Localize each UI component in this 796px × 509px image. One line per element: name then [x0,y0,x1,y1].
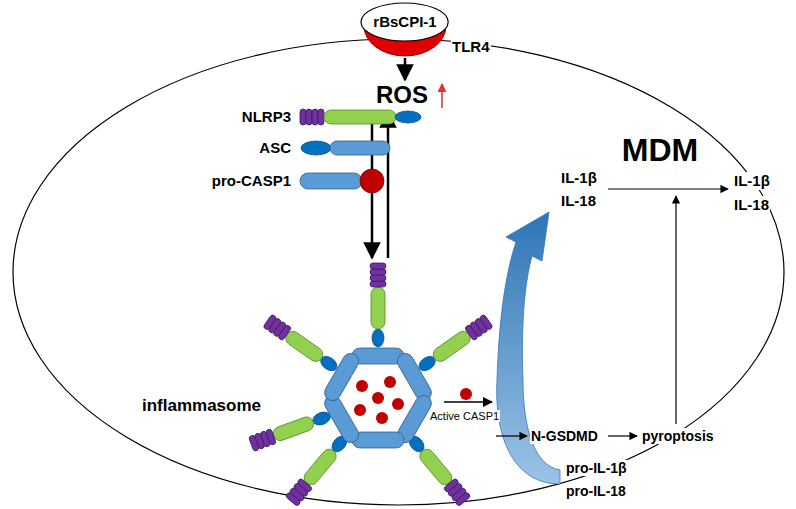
molecule-label: ROS [375,81,429,109]
inflammasome-complex [248,263,493,507]
pro-casp1-icon [300,169,384,193]
precursor-label: pro-IL-18 [565,483,627,499]
active-casp1-dot [460,388,472,400]
cytokine-label: IL-18 [560,192,597,209]
arrow [496,435,527,436]
arrow [404,58,407,80]
protein-ellipse: rBsCPI-1 [360,2,449,42]
asc-icon [301,141,390,155]
complex-label: inflammasome [141,396,262,416]
nlrp3-icon [300,109,421,125]
cytokine-label: IL-1β [560,169,598,186]
legend-label: NLRP3 [241,108,292,125]
arrow [444,401,492,403]
arrow [387,112,390,258]
receptor-label: TLR4 [451,38,491,55]
legend-label: pro-CASP1 [211,172,292,189]
enzyme-label: Active CASP1 [429,410,500,423]
protein-name: rBsCPI-1 [373,13,436,30]
cell-label: MDM [622,132,698,169]
precursor-label: pro-IL-1β [565,460,628,476]
process-label: pyroptosis [641,428,715,444]
increase-arrow [441,84,443,108]
arrow [608,435,637,436]
cytokine-label: IL-18 [733,196,770,213]
legend-label: ASC [258,139,292,156]
arrow [675,196,676,424]
arrow [608,188,728,189]
cytokine-label: IL-1β [733,172,771,189]
protein-label: N-GSDMD [530,428,599,444]
